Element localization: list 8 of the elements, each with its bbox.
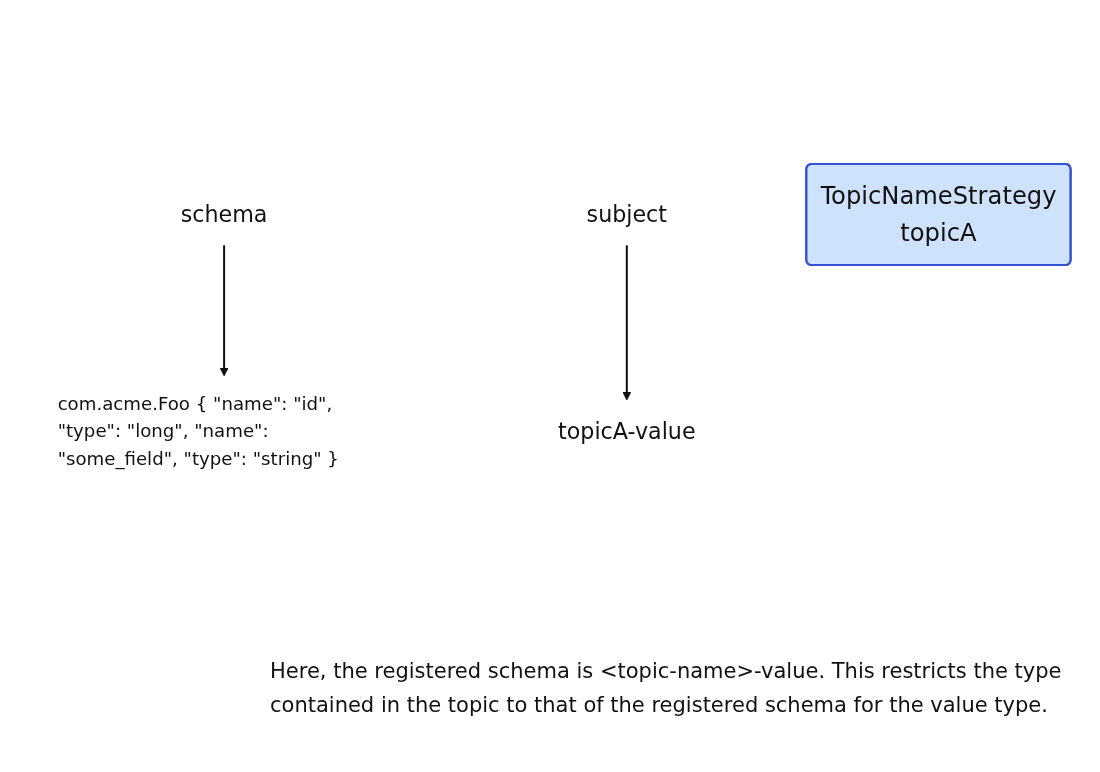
code-text: com.acme.Foo { "name": "id", "type": "long", "name": "some_field", "type": "string" } (57, 393, 339, 469)
text-label: schema (180, 201, 268, 228)
arrow (219, 245, 229, 377)
text-label: subject (586, 201, 668, 228)
note-text: Here, the registered schema is <topic-name>-value. This restricts the type contained in the topic to that of the registered schema for the value type. (270, 658, 1063, 719)
text-label: topicA-value (558, 418, 696, 444)
topic-box: TopicNameStrategy topicA (805, 163, 1072, 266)
arrow (622, 245, 632, 401)
